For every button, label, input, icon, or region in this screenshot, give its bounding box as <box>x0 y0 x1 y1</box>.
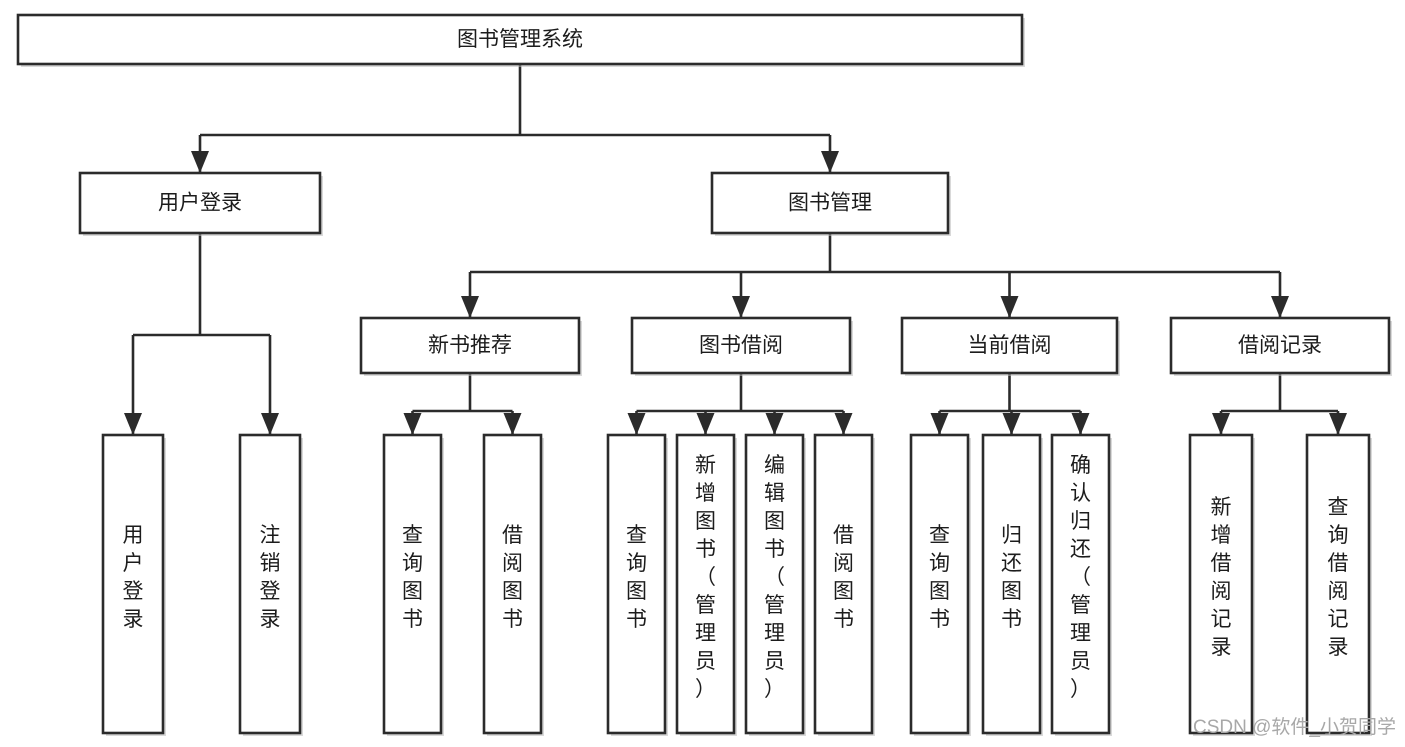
node-label: 新增图书（管理员） <box>695 454 716 701</box>
node-leaf-7[interactable]: 借阅图书 <box>813 433 875 736</box>
node-outline <box>981 433 1042 735</box>
node-label: 借阅图书 <box>502 524 523 631</box>
arrow-head-icon <box>627 413 646 435</box>
node-outline <box>813 433 874 735</box>
arrow-head-icon <box>1212 413 1230 435</box>
arrow-head-icon <box>124 413 142 435</box>
node-outline <box>710 171 950 235</box>
node-level3-1[interactable]: 图书借阅 <box>630 316 853 376</box>
node-outline <box>78 171 322 235</box>
node-label: 当前借阅 <box>968 334 1052 357</box>
node-label: 新书推荐 <box>428 334 512 357</box>
arrow-head-icon <box>1329 413 1347 435</box>
node-leaf-3[interactable]: 借阅图书 <box>482 433 544 736</box>
node-outline <box>101 433 165 735</box>
node-level3-2[interactable]: 当前借阅 <box>900 316 1120 376</box>
node-outline <box>1188 433 1254 735</box>
node-label: 查询借阅记录 <box>1328 496 1349 659</box>
node-outline <box>744 433 805 735</box>
node-label: 归还图书 <box>1001 524 1022 631</box>
arrow-head-icon <box>461 296 479 318</box>
node-leaf-5[interactable]: 新增图书（管理员） <box>675 433 737 736</box>
node-outline <box>238 433 302 735</box>
node-level2-0[interactable]: 用户登录 <box>78 171 323 236</box>
node-label: 确认归还（管理员） <box>1070 454 1091 701</box>
node-leaf-2[interactable]: 查询图书 <box>382 433 444 736</box>
node-outline <box>909 433 970 735</box>
node-label: 借阅记录 <box>1238 334 1322 357</box>
node-label: 图书管理 <box>788 192 872 215</box>
node-level3-0[interactable]: 新书推荐 <box>359 316 582 376</box>
arrow-head-icon <box>1000 296 1019 318</box>
node-label: 用户登录 <box>123 524 144 631</box>
node-outline <box>482 433 543 735</box>
arrow-head-icon <box>1071 413 1090 435</box>
node-leaf-4[interactable]: 查询图书 <box>606 433 668 736</box>
arrow-head-icon <box>765 413 784 435</box>
node-label: 查询图书 <box>626 524 647 631</box>
node-leaf-6[interactable]: 编辑图书（管理员） <box>744 433 806 736</box>
arrow-head-icon <box>503 413 522 435</box>
node-label: 借阅图书 <box>833 524 854 631</box>
arrow-head-icon <box>1002 413 1021 435</box>
node-label: 新增借阅记录 <box>1211 496 1232 659</box>
node-leaf-12[interactable]: 查询借阅记录 <box>1305 433 1372 736</box>
arrow-head-icon <box>930 413 949 435</box>
node-label: 用户登录 <box>158 192 242 215</box>
node-level2-1[interactable]: 图书管理 <box>710 171 951 236</box>
node-outline <box>1305 433 1371 735</box>
arrow-head-icon <box>191 151 209 173</box>
node-outline <box>606 433 667 735</box>
node-outline <box>1050 433 1111 735</box>
node-leaf-1[interactable]: 注销登录 <box>238 433 303 736</box>
arrow-head-icon <box>732 296 750 318</box>
node-leaf-11[interactable]: 新增借阅记录 <box>1188 433 1255 736</box>
node-outline <box>382 433 443 735</box>
node-outline <box>675 433 736 735</box>
node-level3-3[interactable]: 借阅记录 <box>1169 316 1392 376</box>
node-label: 编辑图书（管理员） <box>764 454 785 701</box>
node-leaf-8[interactable]: 查询图书 <box>909 433 971 736</box>
node-root-0[interactable]: 图书管理系统 <box>16 13 1025 67</box>
connectors-layer <box>124 64 1347 435</box>
arrow-head-icon <box>1271 296 1289 318</box>
node-label: 查询图书 <box>402 524 423 631</box>
nodes-layer: 图书管理系统用户登录图书管理新书推荐图书借阅当前借阅借阅记录用户登录注销登录查询… <box>16 13 1392 736</box>
node-outline <box>16 13 1024 66</box>
node-label: 图书管理系统 <box>457 28 583 51</box>
node-label: 查询图书 <box>929 524 950 631</box>
node-label: 图书借阅 <box>699 334 783 357</box>
arrow-head-icon <box>834 413 853 435</box>
node-outline <box>900 316 1119 375</box>
node-outline <box>1169 316 1391 375</box>
arrow-head-icon <box>403 413 422 435</box>
arrow-head-icon <box>261 413 279 435</box>
arrow-head-icon <box>821 151 839 173</box>
node-leaf-9[interactable]: 归还图书 <box>981 433 1043 736</box>
csdn-watermark: CSDN @软件_小贺同学 <box>1193 716 1396 738</box>
node-leaf-0[interactable]: 用户登录 <box>101 433 166 736</box>
node-outline <box>630 316 852 375</box>
arrow-head-icon <box>696 413 715 435</box>
node-outline <box>359 316 581 375</box>
node-leaf-10[interactable]: 确认归还（管理员） <box>1050 433 1112 736</box>
node-label: 注销登录 <box>260 524 281 631</box>
